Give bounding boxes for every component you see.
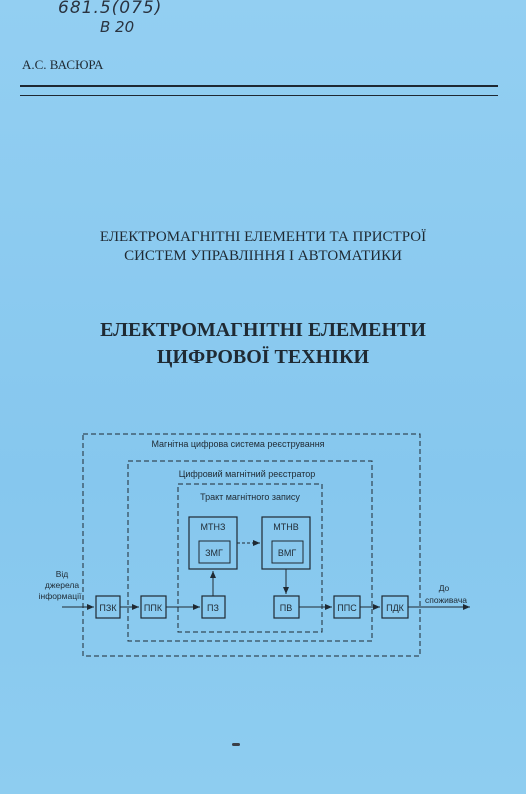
series-title: ЕЛЕКТРОМАГНІТНІ ЕЛЕМЕНТИ ТА ПРИСТРОЇ СИС… xyxy=(0,228,526,266)
block-zmg-label: ЗМГ xyxy=(205,548,223,558)
book-title: ЕЛЕКТРОМАГНІТНІ ЕЛЕМЕНТИ ЦИФРОВОЇ ТЕХНІК… xyxy=(0,317,526,371)
recording-path-frame xyxy=(177,483,323,633)
output-label-line-1: До xyxy=(439,583,450,593)
book-title-line-2: ЦИФРОВОЇ ТЕХНІКИ xyxy=(156,346,370,368)
block-vmg xyxy=(271,540,304,564)
block-pzk-label: ПЗК xyxy=(99,603,117,613)
block-pz-label: ПЗ xyxy=(207,603,219,613)
block-pps-label: ППС xyxy=(337,603,357,613)
block-zmg xyxy=(198,540,231,564)
block-pdk-label: ПДК xyxy=(386,603,405,613)
header-rule-thin xyxy=(20,95,498,96)
handwritten-shelf-mark: В 20 xyxy=(100,18,135,36)
recorder-frame-label: Цифровий магнітний реєстратор xyxy=(179,469,316,479)
block-diagram: Магнітна цифрова система реєстрування Ци… xyxy=(39,433,470,657)
input-label-line-1: Від xyxy=(56,569,69,579)
block-ppk-label: ППК xyxy=(144,603,163,613)
input-label-line-3: інформації xyxy=(39,591,82,601)
output-label-line-2: споживача xyxy=(425,595,467,605)
series-title-line-2: СИСТЕМ УПРАВЛІННЯ І АВТОМАТИКИ xyxy=(124,248,402,264)
block-mtnv-label: МТНВ xyxy=(273,522,299,532)
book-title-line-1: ЕЛЕКТРОМАГНІТНІ ЕЛЕМЕНТИ xyxy=(100,319,426,341)
header-rule-thick xyxy=(20,85,498,87)
block-pv-label: ПВ xyxy=(280,603,292,613)
author-name: А.С. ВАСЮРА xyxy=(22,57,104,72)
input-label-line-2: джерела xyxy=(45,580,80,590)
print-mark xyxy=(232,743,240,746)
outer-frame-label: Магнітна цифрова система реєстрування xyxy=(151,439,324,449)
block-mtnz-label: МТНЗ xyxy=(201,522,226,532)
recorder-frame xyxy=(127,460,373,642)
outer-system-frame xyxy=(82,433,421,657)
handwritten-call-number: 681.5(075) xyxy=(58,0,163,18)
recording-path-label: Тракт магнітного запису xyxy=(200,492,300,502)
block-vmg-label: ВМГ xyxy=(278,548,297,558)
series-title-line-1: ЕЛЕКТРОМАГНІТНІ ЕЛЕМЕНТИ ТА ПРИСТРОЇ xyxy=(99,229,427,245)
